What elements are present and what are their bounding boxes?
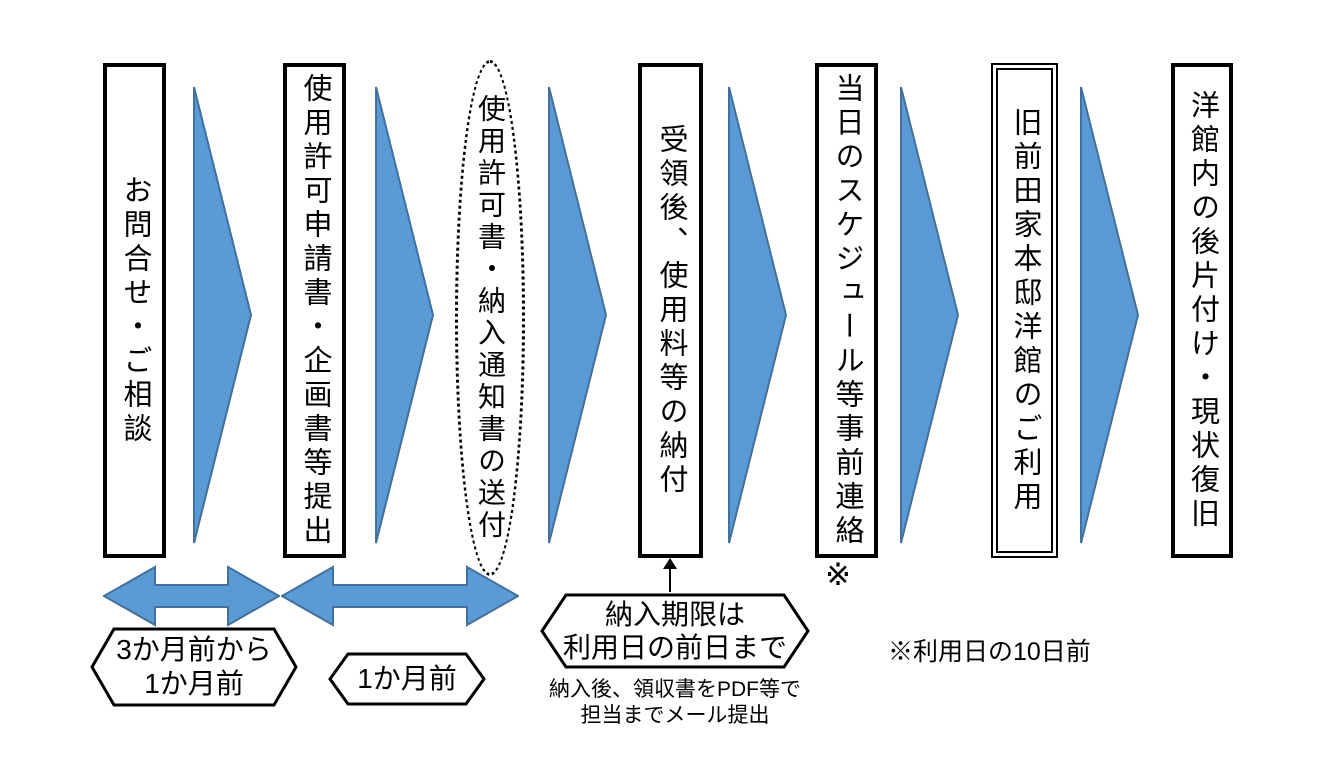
step-box-payment: 受領後、使用料等の納付 bbox=[638, 63, 703, 558]
step-label-cleanup: 洋館内の後片付け・現状復旧 bbox=[1186, 89, 1219, 532]
payment-receipt-note: 納入後、領収書をPDF等で 担当までメール提出 bbox=[523, 677, 827, 729]
flow-arrow-icon-3 bbox=[548, 86, 608, 544]
range-1-line-1: 3か月前から bbox=[116, 634, 272, 665]
timeline-hex-deadline: 納入期限は 利用日の前日まで bbox=[540, 593, 810, 669]
step-box-schedule-contact: 当日のスケジュール等事前連絡 bbox=[815, 63, 878, 558]
timeline-double-arrow-icon-1 bbox=[103, 565, 280, 627]
step-label-application: 使用許可申請書・企画書等提出 bbox=[299, 72, 331, 549]
timeline-hex-deadline-label: 納入期限は 利用日の前日まで bbox=[540, 593, 810, 669]
timeline-hex-range-2: 1か月前 bbox=[328, 652, 486, 706]
deadline-line-1: 納入期限は bbox=[604, 599, 745, 630]
footnote-ten-days: ※利用日の10日前 bbox=[888, 638, 1091, 666]
step-label-inquiry: お問合せ・ご相談 bbox=[119, 174, 151, 447]
timeline-double-arrow-icon-2 bbox=[281, 565, 519, 627]
payment-note-line-2: 担当までメール提出 bbox=[580, 704, 770, 727]
deadline-line-2: 利用日の前日まで bbox=[562, 632, 787, 663]
timeline-hex-range-1: 3か月前から 1か月前 bbox=[90, 627, 298, 707]
step-box-inquiry: お問合せ・ご相談 bbox=[103, 63, 166, 558]
step-label-payment: 受領後、使用料等の納付 bbox=[655, 123, 687, 498]
hexagon-shape-icon bbox=[90, 627, 298, 707]
flow-arrow-icon-1 bbox=[193, 86, 253, 544]
timeline-hex-range-1-label: 3か月前から 1か月前 bbox=[90, 627, 298, 707]
range-2-line-1: 1か月前 bbox=[357, 663, 457, 694]
step-label-usage: 旧前田家本邸洋館のご利用 bbox=[1009, 106, 1041, 515]
step-box-cleanup: 洋館内の後片付け・現状復旧 bbox=[1171, 63, 1233, 558]
step-label-schedule-contact: 当日のスケジュール等事前連絡 bbox=[831, 72, 863, 549]
step-box-usage: 旧前田家本邸洋館のご利用 bbox=[991, 63, 1058, 558]
timeline-hex-range-2-label: 1か月前 bbox=[328, 652, 486, 706]
flow-arrow-icon-2 bbox=[375, 86, 435, 544]
payment-note-line-1: 納入後、領収書をPDF等で bbox=[549, 678, 801, 701]
hexagon-shape-icon bbox=[540, 593, 810, 669]
range-1-line-2: 1か月前 bbox=[144, 668, 244, 699]
step-ellipse-permit-notice: 使用許可書・納入通知書の送付 bbox=[455, 60, 525, 576]
flow-arrow-icon-5 bbox=[900, 86, 960, 544]
step-label-permit-notice: 使用許可書・納入通知書の送付 bbox=[475, 94, 506, 542]
step5-footnote-marker: ※ bbox=[825, 557, 851, 592]
step-box-application: 使用許可申請書・企画書等提出 bbox=[283, 63, 346, 558]
flow-arrow-icon-4 bbox=[728, 86, 788, 544]
hexagon-shape-icon bbox=[328, 652, 486, 706]
flow-arrow-icon-6 bbox=[1080, 86, 1140, 544]
up-arrow-icon bbox=[663, 558, 677, 592]
